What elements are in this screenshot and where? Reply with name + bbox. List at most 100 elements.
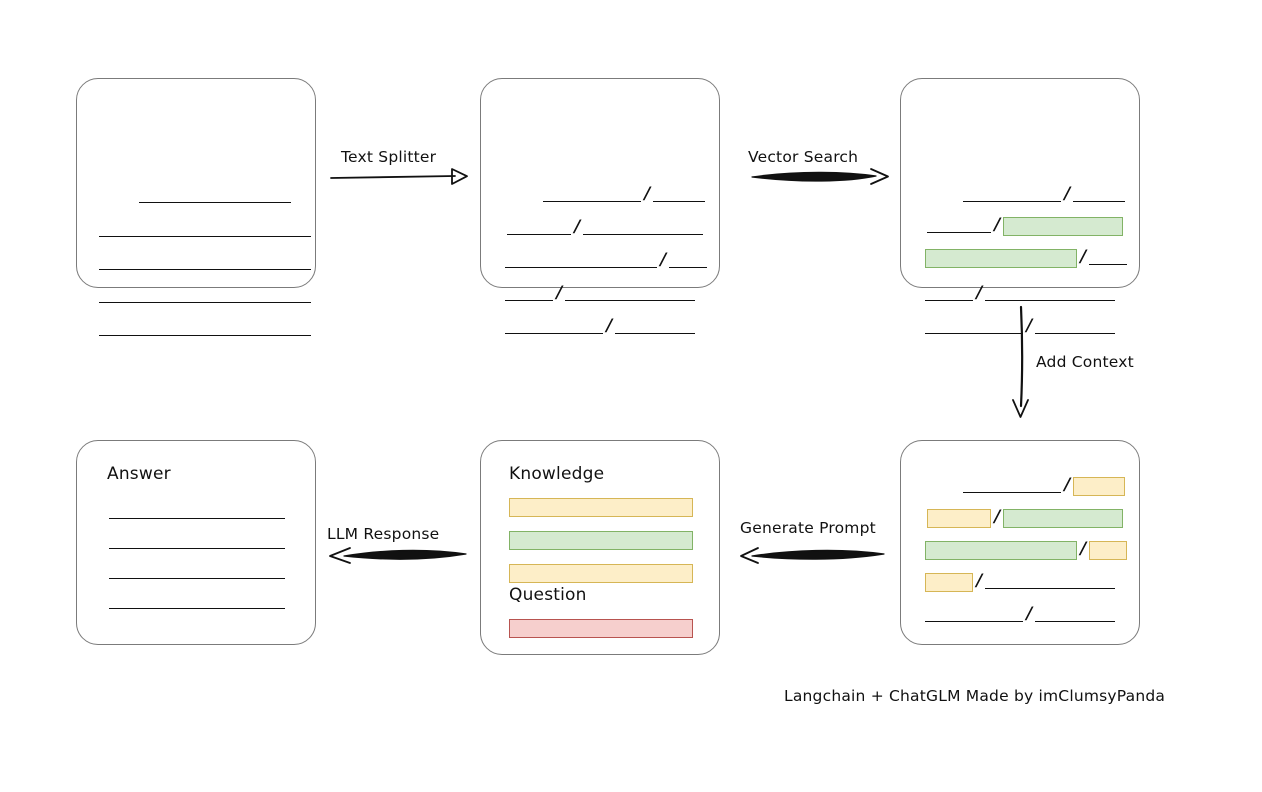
- highlight-chip-green: [1003, 508, 1124, 528]
- node-answer[interactable]: Answer: [76, 440, 316, 645]
- knowledge-chip-3: [509, 564, 693, 583]
- text-line: [109, 518, 285, 519]
- text-line: [1035, 621, 1116, 622]
- slash-separator: /: [660, 249, 667, 270]
- chunk-row: /: [925, 315, 1116, 338]
- arrow-text-splitter: [330, 168, 468, 185]
- slash-separator: /: [574, 216, 581, 237]
- text-line: [109, 608, 285, 609]
- footer-credit: Langchain + ChatGLM Made by imClumsyPand…: [784, 687, 1166, 705]
- text-line: [1073, 201, 1126, 202]
- text-line: [505, 267, 657, 268]
- line-rows: / / / / /: [901, 79, 1139, 334]
- text-line: [985, 300, 1116, 301]
- chunk-row: /: [505, 315, 696, 338]
- doc-row: [99, 219, 311, 241]
- text-line: [583, 234, 704, 235]
- line-rows: [77, 79, 315, 336]
- line-rows: [77, 441, 315, 644]
- doc-row: [99, 285, 311, 307]
- text-line: [505, 333, 603, 334]
- text-line: [925, 300, 973, 301]
- text-line: [653, 201, 706, 202]
- chunk-row: /: [925, 282, 1116, 305]
- chunk-row: /: [925, 603, 1116, 626]
- highlight-chip-yellow: [1073, 476, 1126, 496]
- edge-label-add-context: Add Context: [1036, 353, 1134, 371]
- chunk-row: /: [931, 183, 1126, 206]
- text-line: [543, 201, 641, 202]
- node-vector-matches[interactable]: / / / / /: [900, 78, 1140, 334]
- edge-label-generate-prompt: Generate Prompt: [740, 519, 876, 537]
- chunk-row: /: [925, 538, 1128, 561]
- arrow-llm-response: [329, 547, 467, 564]
- slash-separator: /: [556, 282, 563, 303]
- slash-separator: /: [994, 506, 1001, 527]
- slash-separator: /: [606, 315, 613, 336]
- highlight-chip-yellow: [1089, 540, 1128, 560]
- node-context-added[interactable]: / / / / /: [900, 440, 1140, 645]
- edge-label-text-splitter: Text Splitter: [341, 148, 437, 166]
- text-line: [109, 548, 285, 549]
- chunk-row: /: [511, 183, 706, 206]
- doc-row: [99, 252, 311, 274]
- text-line: [99, 335, 311, 336]
- node-split-chunks[interactable]: / / / / /: [480, 78, 720, 334]
- text-line: [615, 333, 696, 334]
- slash-separator: /: [994, 214, 1001, 235]
- line-rows: / / / / /: [901, 441, 1139, 644]
- text-line: [99, 302, 311, 303]
- text-line: [963, 201, 1061, 202]
- doc-row: [99, 318, 311, 340]
- node-source-document[interactable]: [76, 78, 316, 336]
- node-prompt[interactable]: Knowledge Question: [480, 440, 720, 655]
- knowledge-heading: Knowledge: [509, 464, 605, 484]
- chunk-row: /: [927, 506, 1124, 529]
- highlight-chip-yellow: [925, 572, 973, 592]
- text-line: [99, 269, 311, 270]
- chunk-row: /: [505, 249, 708, 272]
- edge-label-llm-response: LLM Response: [327, 525, 440, 543]
- answer-row: [109, 531, 285, 553]
- text-line: [1035, 333, 1116, 334]
- text-line: [985, 588, 1116, 589]
- knowledge-chip-2: [509, 531, 693, 550]
- highlight-chip-green: [925, 248, 1077, 268]
- doc-row: [139, 185, 291, 207]
- highlight-chip-green: [1003, 216, 1124, 236]
- slash-separator: /: [1080, 246, 1087, 267]
- text-line: [109, 578, 285, 579]
- chunk-row: /: [925, 570, 1116, 593]
- arrow-generate-prompt: [740, 547, 885, 564]
- slash-separator: /: [1080, 538, 1087, 559]
- text-line: [963, 492, 1061, 493]
- slash-separator: /: [1026, 603, 1033, 624]
- text-line: [927, 232, 991, 233]
- answer-heading: Answer: [107, 464, 171, 484]
- text-line: [507, 234, 571, 235]
- text-line: [1089, 264, 1128, 265]
- text-line: [669, 267, 708, 268]
- chunk-row: /: [925, 246, 1128, 269]
- answer-row: [109, 591, 285, 613]
- line-rows: / / / / /: [481, 79, 719, 334]
- chunk-row: /: [927, 214, 1124, 237]
- highlight-chip-green: [925, 540, 1077, 560]
- chunk-row: /: [931, 474, 1126, 497]
- text-line: [139, 202, 291, 203]
- slash-separator: /: [976, 282, 983, 303]
- question-chip-1: [509, 619, 693, 638]
- question-heading: Question: [509, 585, 587, 605]
- text-line: [505, 300, 553, 301]
- slash-separator: /: [976, 570, 983, 591]
- slash-separator: /: [1064, 183, 1071, 204]
- slash-separator: /: [1026, 315, 1033, 336]
- slash-separator: /: [644, 183, 651, 204]
- slash-separator: /: [1064, 474, 1071, 495]
- text-line: [925, 621, 1023, 622]
- answer-row: [109, 561, 285, 583]
- text-line: [925, 333, 1023, 334]
- answer-row: [109, 501, 285, 523]
- chunk-row: /: [507, 216, 704, 239]
